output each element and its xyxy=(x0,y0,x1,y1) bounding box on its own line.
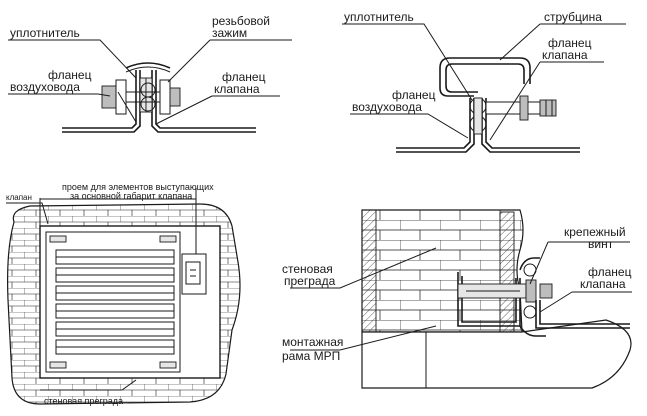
fig2-clip-label: струбцина xyxy=(544,10,602,24)
fig2-valve-flange-label-2: клапана xyxy=(542,48,588,62)
fig1-clamp-label-1: резьбовой xyxy=(212,14,270,28)
fig3-wall-label: стеновая преграда xyxy=(44,396,123,406)
fig3-opening-label-1: проем для элементов выступающих xyxy=(62,182,214,192)
fig1-valve-flange-label-1: фланец xyxy=(222,70,266,84)
fig4-valve-flange-label-2: клапана xyxy=(580,277,626,291)
fig3-valve-label: клапан xyxy=(6,193,32,202)
fig4-valve-flange-label-1: фланец xyxy=(588,265,632,279)
fig3-front-view: проем для элементов выступающих за основ… xyxy=(6,182,241,406)
fig3-valve-blades xyxy=(55,249,175,355)
fig4-screw-label-2: винт xyxy=(588,237,614,251)
fig4-wall-label-1: стеновая xyxy=(282,262,333,276)
fig2-duct-flange-label-1: фланец xyxy=(392,88,436,102)
fig2-duct-flange-label-2: воздуховода xyxy=(352,100,422,114)
fig4-frame-label-1: монтажная xyxy=(282,335,343,349)
fig4-screw-label-1: крепежный xyxy=(564,225,626,239)
fig4-frame-label-2: рама МРП xyxy=(282,349,340,363)
fig2-valve-flange-label-1: фланец xyxy=(548,36,592,50)
fig3-opening-label-2: за основной габарит клапана xyxy=(70,191,192,201)
fig1-clamp-label-2: зажим xyxy=(212,26,247,40)
fig1-valve-flange-label-2: клапана xyxy=(214,82,260,96)
fig2-seal-label: уплотнитель xyxy=(344,10,414,24)
fig1-threaded-clamp: уплотнитель резьбовой зажим фланец возду… xyxy=(8,14,292,133)
fig1-duct-flange-label-2: воздуховода xyxy=(10,80,80,94)
fig4-wall-section: крепежный винт стеновая преграда фланец … xyxy=(282,209,632,389)
fig1-duct-flange-label-1: фланец xyxy=(48,68,92,82)
fig1-seal-label: уплотнитель xyxy=(10,26,80,40)
fig2-clip-clamp: уплотнитель струбцина фланец клапана фла… xyxy=(342,10,626,153)
fig4-wall-label-2: преграда xyxy=(284,274,336,288)
